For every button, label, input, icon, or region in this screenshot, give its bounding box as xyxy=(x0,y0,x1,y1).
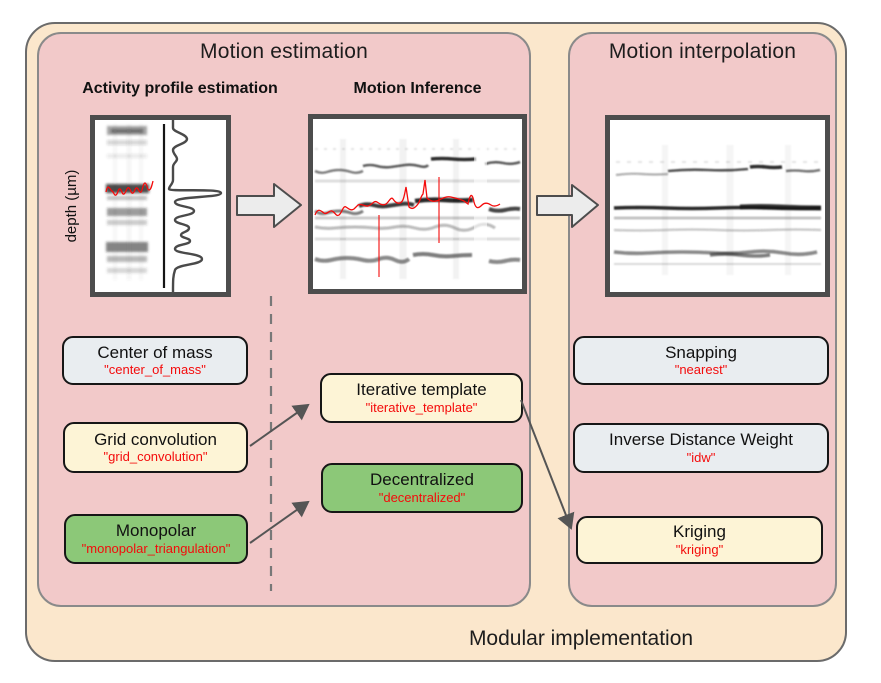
flow-arrow-interpolation-icon xyxy=(536,184,599,228)
method-label: Decentralized xyxy=(370,470,474,489)
method-box-iterative-template: Iterative template "iterative_template" xyxy=(320,373,523,423)
method-code: "decentralized" xyxy=(378,489,466,505)
motion-estimation-title: Motion estimation xyxy=(200,40,368,63)
method-label: Iterative template xyxy=(356,380,487,399)
method-code: "center_of_mass" xyxy=(104,362,206,378)
motion-inference-image xyxy=(308,114,527,294)
method-label: Inverse Distance Weight xyxy=(609,430,793,449)
method-code: "idw" xyxy=(686,449,716,465)
method-code: "grid_convolution" xyxy=(103,449,208,465)
method-label: Snapping xyxy=(665,342,737,362)
inferred-motion-trace xyxy=(314,177,501,277)
method-box-monopolar: Monopolar "monopolar_triangulation" xyxy=(64,514,248,564)
method-label: Grid convolution xyxy=(94,429,217,449)
drifting-raster-graphic xyxy=(314,121,521,287)
method-box-center-of-mass: Center of mass "center_of_mass" xyxy=(62,336,248,385)
method-code: "monopolar_triangulation" xyxy=(81,540,231,556)
activity-profile-image xyxy=(90,115,231,297)
activity-profile-curve xyxy=(167,120,223,292)
method-code: "iterative_template" xyxy=(365,399,478,415)
raster-gap xyxy=(474,121,487,287)
method-label: Monopolar xyxy=(115,521,197,540)
motion-interpolation-title: Motion interpolation xyxy=(608,40,797,63)
raster-strip xyxy=(106,124,149,280)
raster-bands xyxy=(613,145,822,275)
modular-implementation-label: Modular implementation xyxy=(468,627,694,650)
registered-raster-graphic xyxy=(613,145,822,275)
raster-bands xyxy=(314,139,521,279)
flow-arrow-estimation-icon xyxy=(236,183,302,228)
method-box-grid-convolution: Grid convolution "grid_convolution" xyxy=(63,422,248,473)
method-box-decentralized: Decentralized "decentralized" xyxy=(321,463,523,513)
method-label: Center of mass xyxy=(97,342,213,362)
method-code: "nearest" xyxy=(674,362,728,378)
method-label: Kriging xyxy=(673,522,726,541)
raster-with-profile-graphic xyxy=(105,120,223,292)
motion-inference-heading: Motion Inference xyxy=(353,80,482,97)
tracked-peak-trace xyxy=(105,180,154,196)
method-box-kriging: Kriging "kriging" xyxy=(576,516,823,564)
depth-axis-label: depth (µm) xyxy=(63,169,80,243)
interpolated-raster-image xyxy=(605,115,830,297)
method-box-snapping: Snapping "nearest" xyxy=(573,336,829,385)
method-code: "kriging" xyxy=(675,541,724,557)
activity-profile-heading: Activity profile estimation xyxy=(82,80,278,97)
method-box-inverse-distance-weight: Inverse Distance Weight "idw" xyxy=(573,423,829,473)
